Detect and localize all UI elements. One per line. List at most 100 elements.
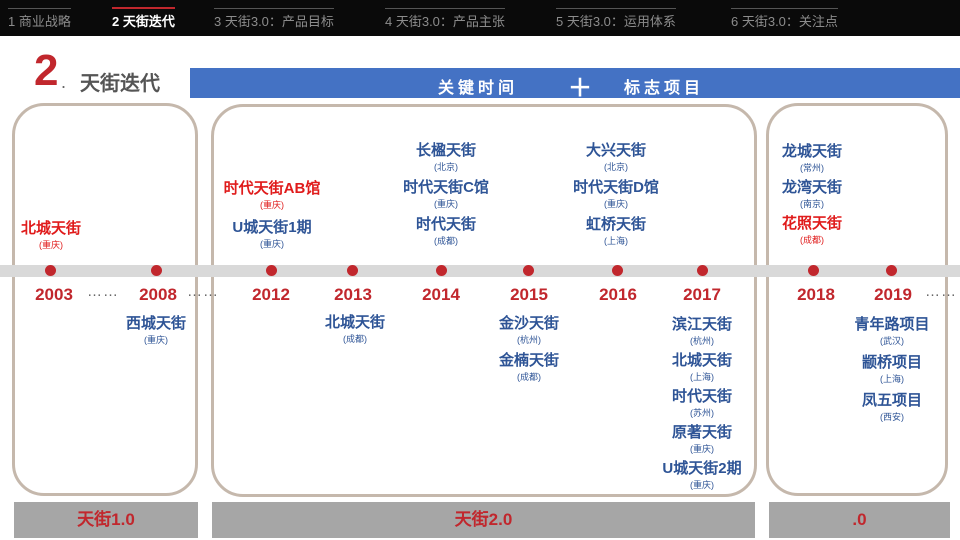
phase-bar-1: 天街1.0 — [14, 502, 198, 538]
projects-2015: 金沙天街 (杭州) 金楠天街 (成都) — [459, 315, 599, 383]
project-city: (上海) — [880, 374, 904, 384]
timeline-dot-2016 — [612, 265, 623, 276]
projects-2018: 龙城天街 (常州) 龙湾天街 (南京) 花照天街 (成都) — [742, 143, 882, 246]
timeline-ellipsis: …… — [187, 283, 219, 300]
project-name: 北城天街 — [671, 352, 732, 369]
project-name: 时代天街 — [415, 216, 476, 233]
year-2014: 2014 — [422, 285, 460, 304]
project-name: 西城天街 — [125, 315, 186, 332]
tab-focus-points[interactable]: 6 天街3.0：关注点 — [731, 8, 838, 30]
project-name: 花照天街 — [781, 215, 842, 232]
top-nav-bar: 1 商业战略 2 天街迭代 3 天街3.0：产品目标 4 天街3.0：产品主张 … — [0, 0, 960, 36]
project-city: (常州) — [800, 163, 824, 173]
projects-2012: 时代天街AB馆 (重庆) U城天街1期 (重庆) — [202, 180, 342, 250]
tab-business-strategy[interactable]: 1 商业战略 — [8, 8, 71, 30]
project-city: (重庆) — [260, 200, 284, 210]
project-name: 北城天街 — [324, 314, 385, 331]
year-2017: 2017 — [683, 285, 721, 304]
project-name: 龙湾天街 — [781, 179, 842, 196]
phase1-frame — [12, 103, 198, 496]
project-city: (武汉) — [880, 336, 904, 346]
section-title: 天街迭代 — [80, 73, 160, 95]
timeline-dot-2019 — [886, 265, 897, 276]
section-dot: . — [61, 72, 67, 92]
timeline-dot-2013 — [347, 265, 358, 276]
header-landmark-projects: 标志项目 — [624, 80, 705, 97]
project-city: (重庆) — [260, 239, 284, 249]
project-city: (南京) — [800, 199, 824, 209]
project-city: (苏州) — [690, 408, 714, 418]
header-plus: ＋ — [568, 75, 592, 102]
project-name: 颛桥项目 — [861, 354, 922, 371]
year-2003: 2003 — [35, 285, 73, 304]
timeline-dot-2017 — [697, 265, 708, 276]
timeline-dot-2008 — [151, 265, 162, 276]
project-name: 大兴天街 — [585, 142, 646, 159]
project-name: 北城天街 — [20, 220, 81, 237]
projects-2019: 青年路项目 (武汉) 颛桥项目 (上海) 凤五项目 (西安) — [822, 316, 960, 423]
project-city: (重庆) — [39, 240, 63, 250]
project-city: (成都) — [343, 334, 367, 344]
project-name: 时代天街C馆 — [403, 179, 489, 196]
timeline-dot-2014 — [436, 265, 447, 276]
projects-2016: 大兴天街 (北京) 时代天街D馆 (重庆) 虹桥天街 (上海) — [546, 142, 686, 247]
timeline-bar — [0, 265, 960, 277]
projects-2003: 北城天街 (重庆) — [0, 220, 121, 251]
phase-bar-2: 天街2.0 — [212, 502, 755, 538]
timeline-dot-2018 — [808, 265, 819, 276]
project-name: 长楹天街 — [415, 142, 476, 159]
project-city: (北京) — [434, 162, 458, 172]
section-number: 2 — [34, 46, 59, 95]
tab-operation-system[interactable]: 5 天街3.0：运用体系 — [556, 8, 676, 30]
project-name: 时代天街 — [671, 388, 732, 405]
project-city: (重庆) — [604, 199, 628, 209]
project-name: 滨江天街 — [671, 316, 732, 333]
phase-bar-3: .0 — [769, 502, 950, 538]
tab-product-goals[interactable]: 3 天街3.0：产品目标 — [214, 8, 334, 30]
project-city: (北京) — [604, 162, 628, 172]
year-2008: 2008 — [139, 285, 177, 304]
projects-2013: 北城天街 (成都) — [285, 314, 425, 345]
tab-product-proposition[interactable]: 4 天街3.0：产品主张 — [385, 8, 505, 30]
project-city: (重庆) — [434, 199, 458, 209]
header-bar — [190, 68, 960, 98]
project-city: (杭州) — [517, 335, 541, 345]
project-name: 时代天街D馆 — [573, 179, 659, 196]
year-2012: 2012 — [252, 285, 290, 304]
project-name: 龙城天街 — [781, 143, 842, 160]
project-city: (成都) — [800, 235, 824, 245]
project-name: 凤五项目 — [861, 392, 922, 409]
project-name: U城天街1期 — [232, 219, 312, 236]
project-city: (西安) — [880, 412, 904, 422]
projects-2017: 滨江天街 (杭州) 北城天街 (上海) 时代天街 (苏州) 原著天街 (重庆) … — [632, 316, 772, 491]
project-city: (成都) — [434, 236, 458, 246]
timeline-ellipsis: …… — [925, 283, 957, 300]
project-name: 原著天街 — [671, 424, 732, 441]
timeline-dot-2015 — [523, 265, 534, 276]
year-2016: 2016 — [599, 285, 637, 304]
timeline-dot-2012 — [266, 265, 277, 276]
projects-2014: 长楹天街 (北京) 时代天街C馆 (重庆) 时代天街 (成都) — [376, 142, 516, 247]
project-name: U城天街2期 — [662, 460, 742, 477]
header-key-time: 关键时间 — [438, 80, 519, 97]
projects-2008: 西城天街 (重庆) — [86, 315, 226, 346]
project-name: 金沙天街 — [498, 315, 559, 332]
phase2-frame — [211, 104, 757, 497]
tab-tianjie-iteration[interactable]: 2 天街迭代 — [112, 7, 175, 30]
project-city: (杭州) — [690, 336, 714, 346]
timeline-dot-2003 — [45, 265, 56, 276]
project-city: (重庆) — [144, 335, 168, 345]
year-2013: 2013 — [334, 285, 372, 304]
project-name: 虹桥天街 — [585, 216, 646, 233]
year-2019: 2019 — [874, 285, 912, 304]
year-2018: 2018 — [797, 285, 835, 304]
timeline-ellipsis: …… — [87, 283, 119, 300]
year-2015: 2015 — [510, 285, 548, 304]
project-name: 金楠天街 — [498, 352, 559, 369]
project-city: (成都) — [517, 372, 541, 382]
project-city: (上海) — [604, 236, 628, 246]
project-name: 时代天街AB馆 — [223, 180, 321, 197]
project-name: 青年路项目 — [854, 316, 930, 333]
phase3-frame — [766, 103, 948, 496]
project-city: (重庆) — [690, 480, 714, 490]
